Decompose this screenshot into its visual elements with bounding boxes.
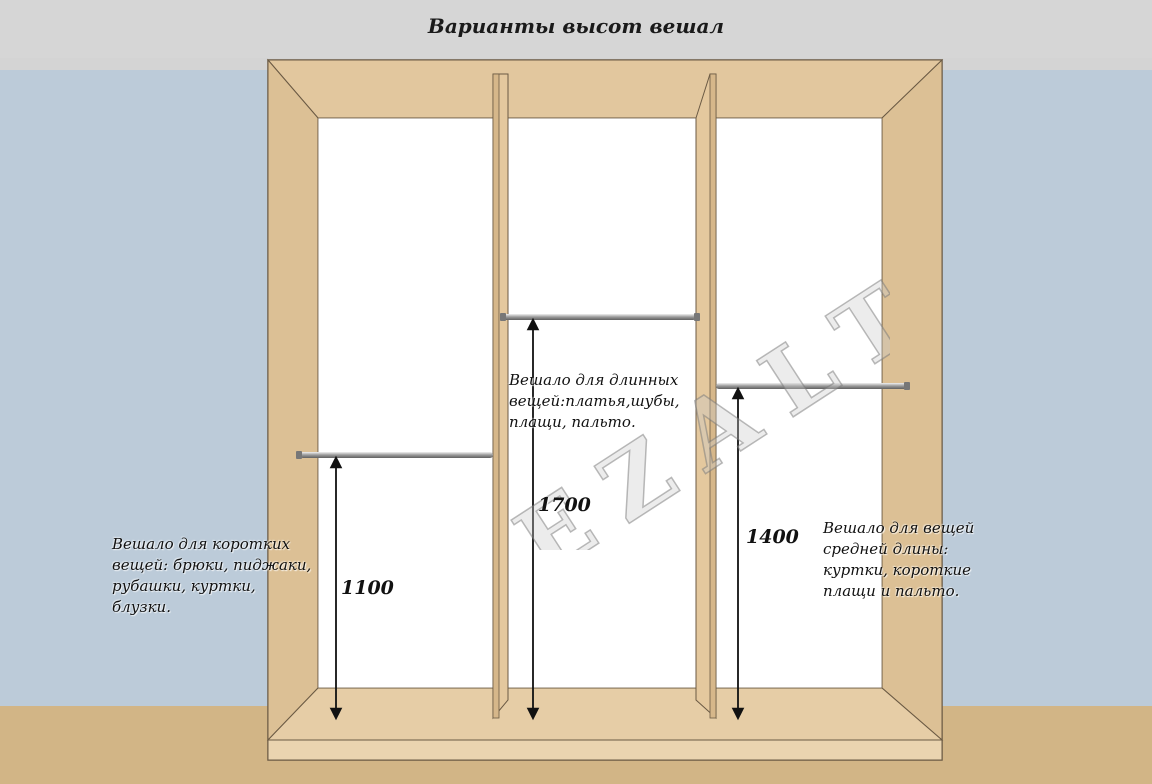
top-panel <box>266 59 944 119</box>
label-short-line: рубашки, куртки, <box>112 577 256 595</box>
label-long-line: плащи, пальто. <box>509 413 636 431</box>
title-bar <box>0 0 1152 58</box>
rod-long <box>502 314 696 320</box>
label-medium-line: Вешало для вещей <box>823 519 975 537</box>
label-short: Вешало для коротких вещей: брюки, пиджак… <box>112 534 311 618</box>
rod-medium <box>716 383 909 389</box>
interior-back <box>317 117 883 689</box>
label-medium-line: средней длины: <box>823 540 949 558</box>
label-long: Вешало для длинных вещей:платья,шубы, пл… <box>509 370 680 433</box>
label-medium: Вешало для вещей средней длины: куртки, … <box>823 518 974 602</box>
label-short-line: блузки. <box>112 598 171 616</box>
rod-short <box>300 452 493 458</box>
right-side-panel <box>881 58 943 742</box>
plinth <box>267 739 943 761</box>
rod-medium-end <box>904 382 910 390</box>
rod-long-end-right <box>694 313 700 321</box>
left-side-panel <box>267 58 319 742</box>
label-long-line: Вешало для длинных <box>509 371 679 389</box>
dimension-long: 1700 <box>538 494 591 516</box>
label-long-line: вещей:платья,шубы, <box>509 392 680 410</box>
label-short-line: Вешало для коротких <box>112 535 291 553</box>
dimension-short: 1100 <box>341 577 394 599</box>
partition-left-front <box>492 73 500 719</box>
bottom-panel <box>266 687 944 741</box>
dimension-medium: 1400 <box>746 526 799 548</box>
label-medium-line: плащи и пальто. <box>823 582 960 600</box>
partition-right-front <box>709 73 717 719</box>
label-medium-line: куртки, короткие <box>823 561 971 579</box>
rod-short-end <box>296 451 302 459</box>
page-title: Варианты высот вешал <box>427 14 725 38</box>
rod-long-end-left <box>500 313 506 321</box>
label-short-line: вещей: брюки, пиджаки, <box>112 556 312 574</box>
